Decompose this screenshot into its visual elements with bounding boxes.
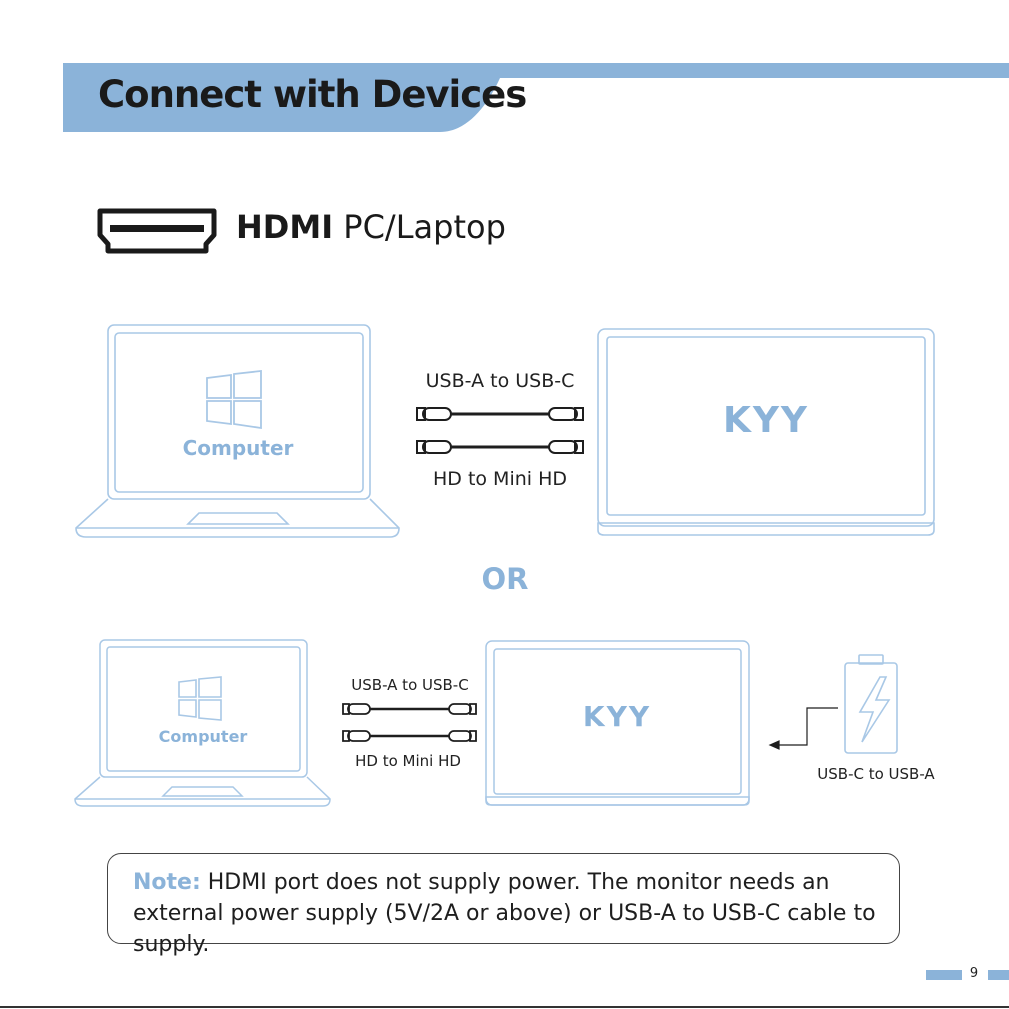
computer-label-bottom: Computer [143,727,263,746]
power-cable-label: USB-C to USB-A [808,765,944,783]
windows-logo-icon [179,677,221,720]
note-text: Note: HDMI port does not supply power. T… [133,867,893,960]
note-body: HDMI port does not supply power. The mon… [133,870,876,957]
kyy-logo-bottom: KYY [565,700,669,733]
page-number: 9 [964,966,984,981]
laptop-bottom [75,640,330,806]
cable-label-usb-bottom: USB-A to USB-C [330,676,490,694]
arrow-left-icon [770,708,838,749]
page-number-bar-right [988,970,1009,980]
bottom-rule [0,1006,1009,1008]
battery-bolt-icon [845,655,897,753]
page-number-bar-left [926,970,962,980]
note-label: Note: [133,870,201,895]
cable-label-hd-bottom: HD to Mini HD [328,752,488,770]
cable-icon [343,704,476,741]
